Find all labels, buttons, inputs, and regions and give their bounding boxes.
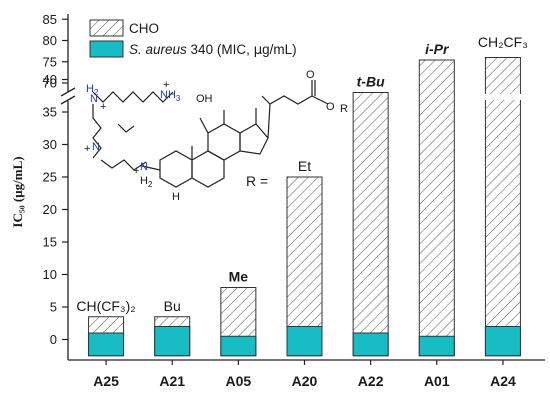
bars [88, 57, 522, 357]
svg-text:H2: H2 [140, 175, 153, 189]
svg-text:N: N [92, 141, 100, 153]
bar-saureus [220, 335, 257, 357]
y-tick-label: 10 [43, 267, 57, 282]
chemical-structure [92, 80, 329, 188]
y-axis-label: IC₅₀ (μg/mL) [10, 156, 25, 227]
bar-break-gap [484, 94, 522, 100]
legend-label-cho: CHO [129, 21, 159, 36]
category-label: A22 [358, 373, 384, 389]
bar-cho [352, 92, 389, 357]
y-tick-label: 80 [43, 33, 57, 48]
category-label: A25 [93, 373, 119, 389]
bar-cho [484, 57, 521, 357]
y-tick-label: 30 [43, 137, 57, 152]
bar-saureus [88, 332, 125, 357]
svg-text:NH3: NH3 [160, 89, 181, 103]
svg-text:O: O [306, 69, 315, 81]
bar-labels: CH(CF₃)₂ Bu Me Et t-Bu i-Pr CH₂CF₃ [76, 34, 528, 314]
category-label: A24 [490, 373, 516, 389]
bar-label: CH₂CF₃ [478, 34, 528, 50]
legend-swatch-cho [89, 19, 124, 37]
legend-swatch-saureus [89, 40, 124, 58]
bar-cho [286, 176, 323, 357]
y-tick-label: 15 [43, 235, 57, 250]
y-tick-label: 35 [43, 105, 57, 120]
y-tick-label: 25 [43, 170, 57, 185]
svg-text:+: + [100, 101, 106, 113]
y-tick-label: 75 [43, 54, 57, 69]
bar-saureus [154, 326, 191, 357]
bar-saureus [352, 332, 389, 357]
svg-text:+: + [133, 165, 139, 177]
y-tick-label: 0 [50, 332, 57, 347]
bar-label: i-Pr [425, 41, 450, 57]
y-tick-label: 85 [43, 12, 57, 27]
axis-break-mark [60, 87, 76, 105]
svg-text:R: R [340, 103, 348, 115]
bar-label: t-Bu [357, 74, 385, 90]
y-tick-label: 70 [43, 76, 57, 91]
category-label: A05 [226, 373, 252, 389]
y-tick-label: 40 [43, 72, 57, 87]
bar-saureus [484, 326, 521, 357]
category-labels: A25 A21 A05 A20 A22 A01 A24 [93, 360, 516, 389]
svg-text:N: N [140, 161, 148, 173]
category-label: A01 [424, 373, 450, 389]
svg-text:+: + [163, 79, 169, 91]
svg-text:+: + [84, 143, 90, 155]
category-label: A21 [159, 373, 185, 389]
bar-saureus [286, 326, 323, 357]
bar-saureus [418, 335, 455, 357]
category-label: A20 [292, 373, 318, 389]
legend: CHO S. aureus 340 (MIC, μg/mL) [89, 19, 297, 58]
svg-text:H: H [172, 191, 180, 203]
bar-label: CH(CF₃)₂ [76, 298, 135, 314]
r-group-label: R = [246, 173, 268, 189]
y-tick-label: 5 [50, 300, 57, 315]
bar-cho [418, 59, 455, 357]
bar-label: Me [229, 269, 249, 285]
svg-text:O: O [326, 101, 335, 113]
y-tick-label: 20 [43, 202, 57, 217]
bar-label: Bu [164, 298, 181, 314]
svg-text:OH: OH [196, 93, 213, 105]
svg-text:N: N [90, 93, 98, 105]
bar-label: Et [298, 158, 311, 174]
legend-label-saureus: S. aureus 340 (MIC, μg/mL) [129, 42, 297, 58]
